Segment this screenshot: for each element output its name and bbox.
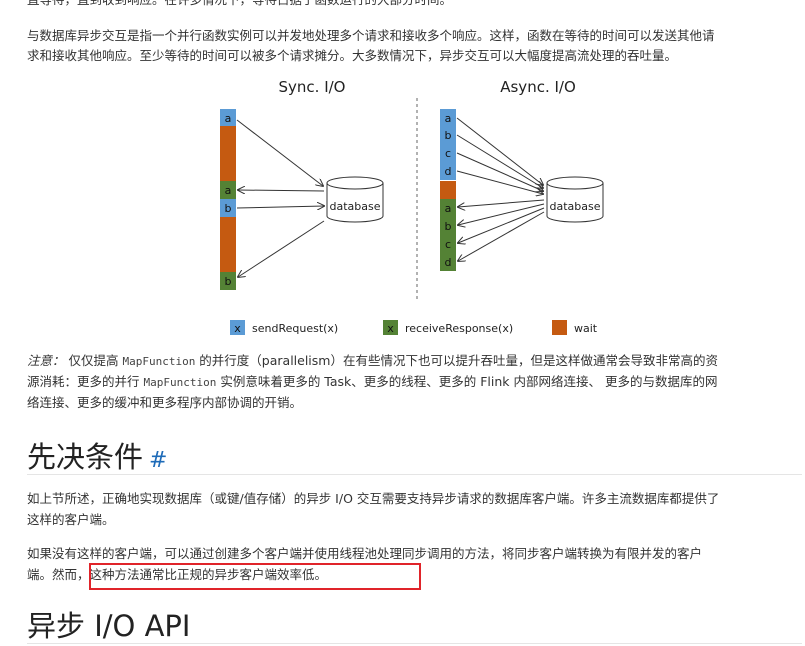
intro-line-1: 与数据库异步交互是指一个并行函数实例可以并发地处理多个请求和接收多个响应。这样，… (27, 28, 715, 43)
legend-receive-glyph: x (387, 322, 394, 335)
sync-db-label: database (330, 200, 381, 213)
sync-column: a a b b (220, 109, 236, 290)
sync-receive-b (220, 272, 236, 290)
red-highlight-box (89, 563, 421, 590)
sync-send-a-label: a (225, 112, 232, 125)
sync-wait-1 (220, 126, 236, 181)
intro-line-2: 求和接收其他响应。至少等待的时间可以被多个请求摊分。大多数情况下，异步交互可以大… (27, 48, 678, 63)
intro-top-line: 直等待，直到收到响应。在许多情况下，等待占据了函数运行的大部分时间。 (27, 0, 802, 10)
heading-prerequisites: 先决条件# (27, 440, 168, 474)
heading-rule (27, 474, 802, 475)
async-arrows (457, 117, 544, 261)
async-db-label: database (550, 200, 601, 213)
prereq-p1-line-1: 如上节所述，正确地实现数据库（或键/值存储）的异步 I/O 交互需要支持异步请求… (27, 491, 720, 506)
legend-send-label: sendRequest(x) (252, 322, 338, 335)
heading-rule-2 (27, 643, 802, 644)
sync-title: Sync. I/O (279, 78, 346, 96)
async-column: a b c d a b c d (440, 109, 456, 271)
async-send-c: c (445, 147, 451, 160)
async-send-b: b (445, 129, 452, 142)
note-line-3: 络连接、更多的缓冲和更多程序内部协调的开销。 (27, 395, 303, 410)
figure-legend: x sendRequest(x) x receiveResponse(x) wa… (230, 320, 598, 335)
prereq-p2-line-1: 如果没有这样的客户端，可以通过创建多个客户端并使用线程池处理同步调用的方法，将同… (27, 546, 703, 561)
note-line-1: 注意： 仅仅提高 MapFunction 的并行度（parallelism）在有… (27, 353, 718, 368)
async-wait (440, 181, 456, 199)
sync-send-b (220, 199, 236, 217)
prereq-p2-line-2: 端。然而，这种方法通常比正规的异步客户端效率低。 (27, 567, 328, 582)
sync-db: database (326, 176, 384, 223)
sync-send-b-label: b (225, 202, 232, 215)
heading-anchor-link[interactable]: # (149, 448, 168, 473)
sync-async-io-figure: Sync. I/O Async. I/O a a b b database a … (220, 78, 604, 335)
async-receive-c: c (445, 238, 451, 251)
async-receive-d: d (445, 256, 452, 269)
heading-async-io-api: 异步 I/O API (27, 609, 191, 643)
async-receive-a: a (445, 202, 452, 215)
legend-wait-label: wait (574, 322, 598, 335)
highlighted-text: 这种方法通常比正规的异步客户端效率低。 (89, 567, 328, 582)
sync-receive-a-label: a (225, 184, 232, 197)
async-send-d: d (445, 165, 452, 178)
async-db: database (546, 176, 604, 223)
sync-wait-2 (220, 217, 236, 272)
prereq-p1-line-2: 这样的客户端。 (27, 512, 115, 527)
sync-receive-a (220, 181, 236, 199)
sync-receive-b-label: b (225, 275, 232, 288)
async-receive-b: b (445, 220, 452, 233)
sync-send-a (220, 109, 236, 126)
note-line-2: 源消耗：更多的并行 MapFunction 实例意味着更多的 Task、更多的线… (27, 374, 718, 389)
note-label: 注意： (27, 353, 65, 368)
legend-send-glyph: x (234, 322, 241, 335)
sync-arrows (237, 119, 324, 277)
legend-receive-label: receiveResponse(x) (405, 322, 513, 335)
async-title: Async. I/O (500, 78, 576, 96)
async-send-a: a (445, 112, 452, 125)
